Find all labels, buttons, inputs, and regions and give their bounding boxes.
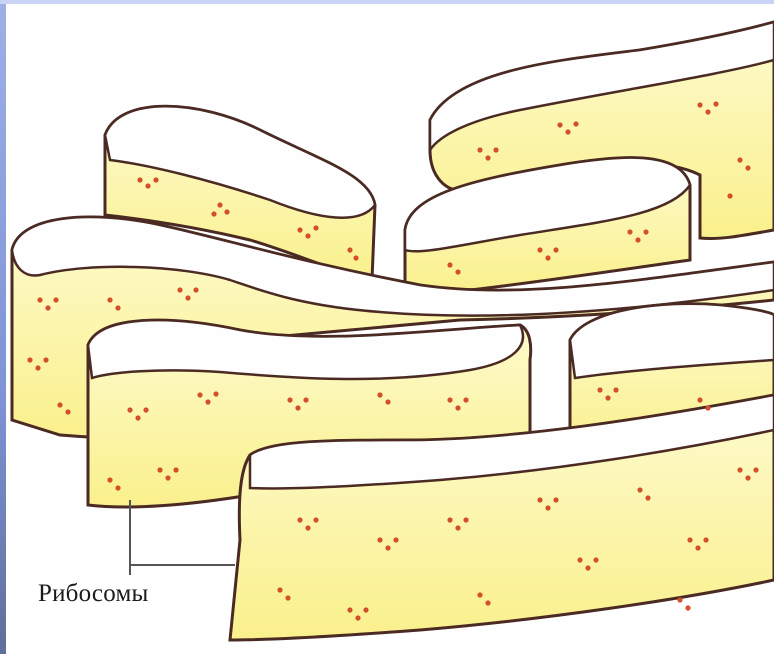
ribosomes-label: Рибосомы — [38, 580, 148, 608]
slide-frame-left — [0, 0, 6, 654]
slide-frame-top — [0, 0, 774, 4]
label-pointer — [130, 500, 235, 575]
